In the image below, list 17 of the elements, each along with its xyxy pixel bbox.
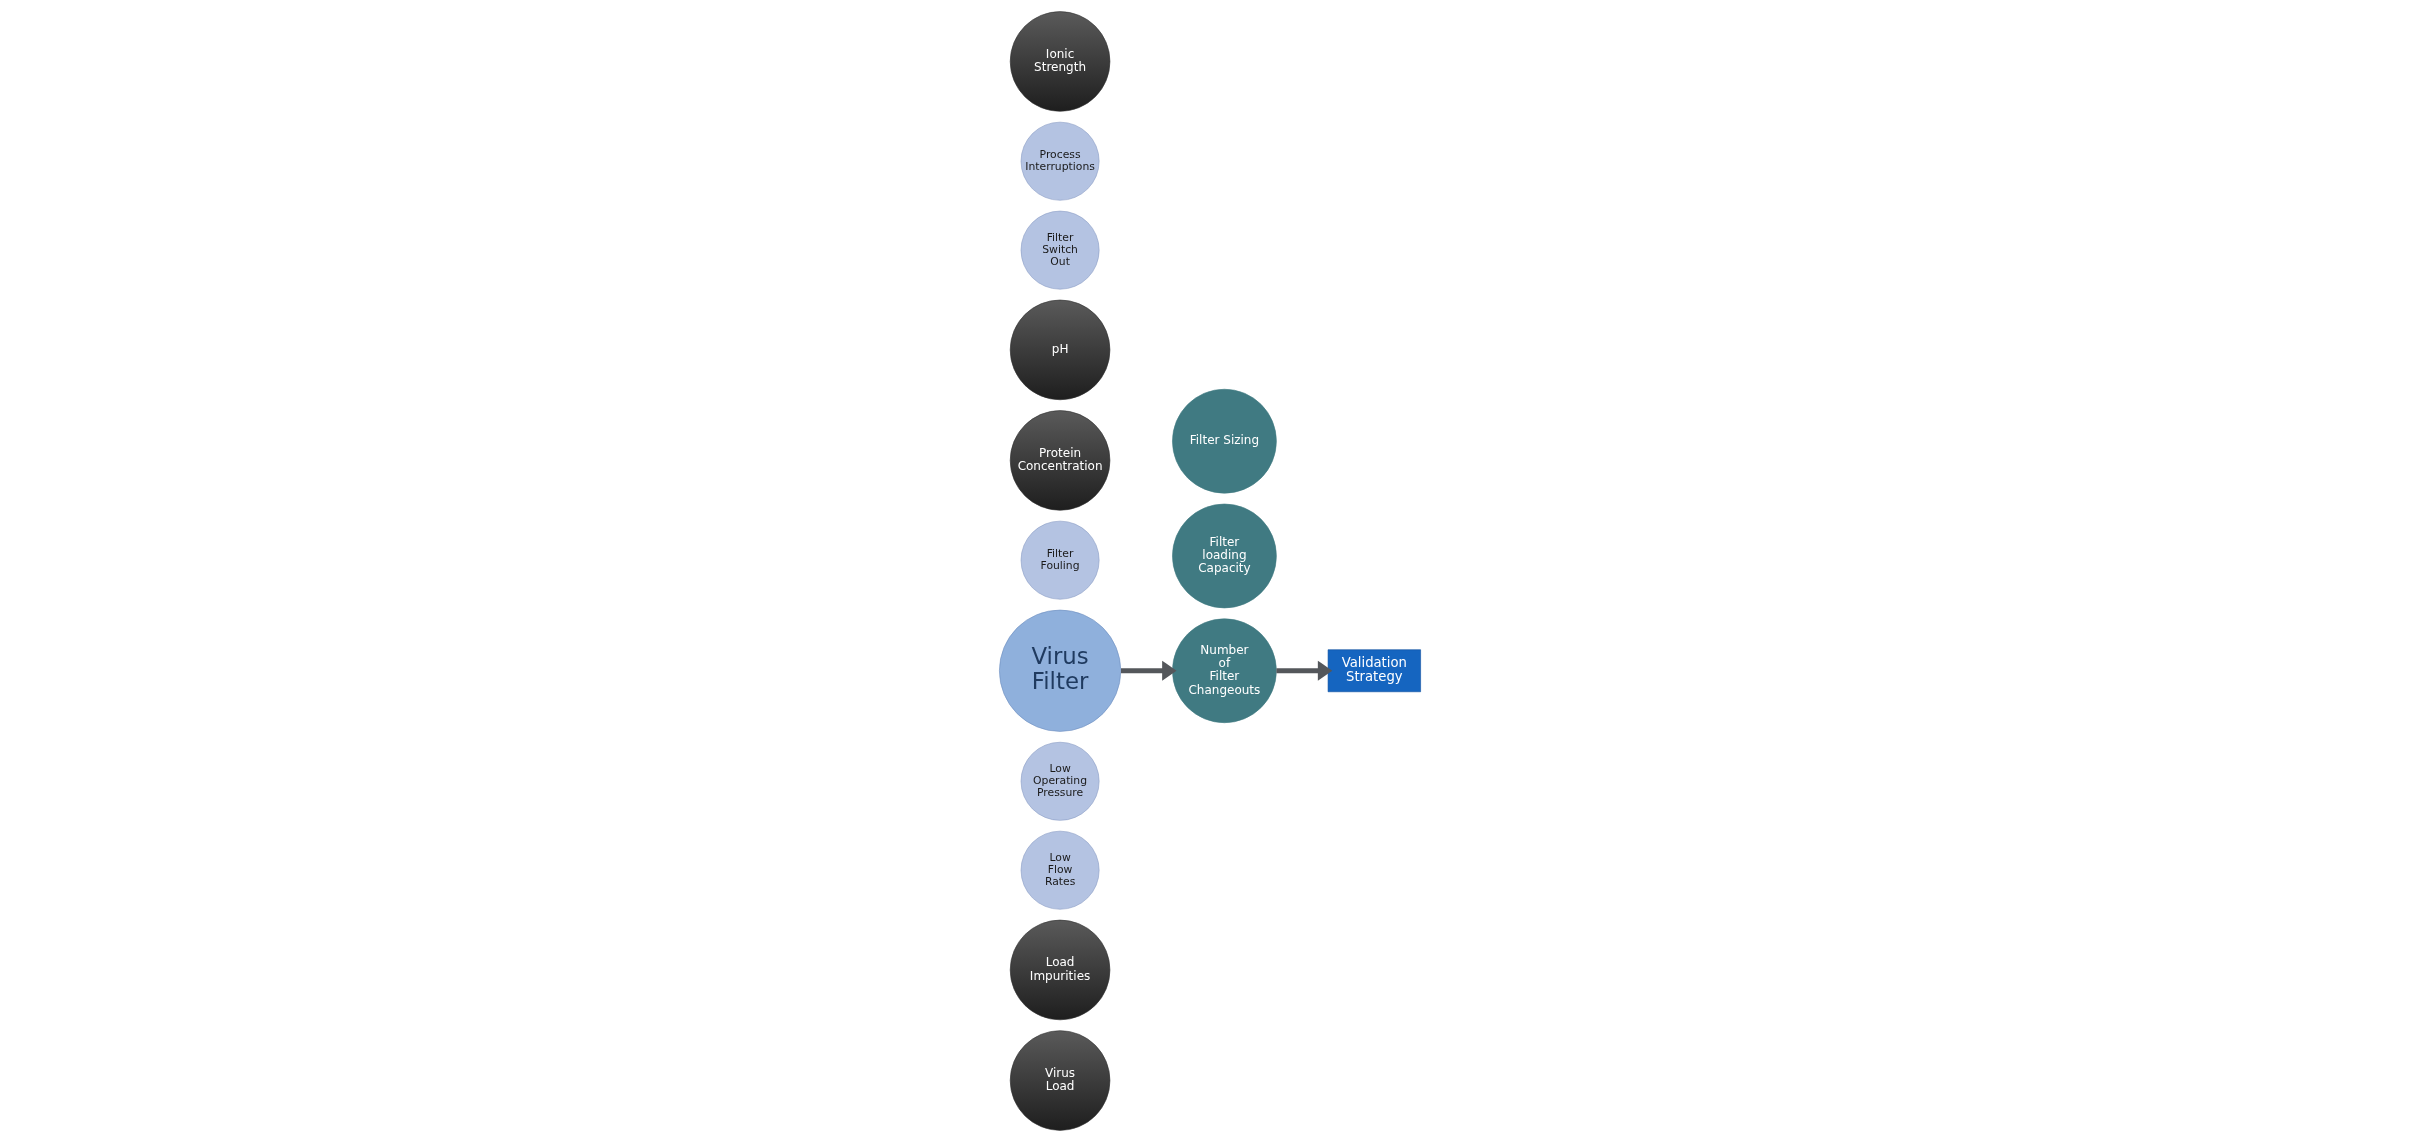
node-circle: pH — [1009, 299, 1111, 401]
node-circle: Low Operating Pressure — [1020, 741, 1100, 821]
node-circle: Low Flow Rates — [1020, 830, 1100, 910]
node-circle: Virus Filter — [999, 609, 1122, 732]
node-circle: Number of Filter Changeouts — [1172, 618, 1277, 723]
arrow — [1276, 660, 1333, 681]
node-circle: Filter Fouling — [1020, 520, 1100, 600]
node-circle: Process Interruptions — [1020, 121, 1100, 201]
node-circle: Protein Concentration — [1009, 410, 1111, 511]
node-box: Validation Strategy — [1327, 649, 1421, 693]
node-circle: Filter loading Capacity — [1172, 503, 1277, 609]
node-circle: Filter Switch Out — [1020, 210, 1100, 290]
node-circle: Filter Sizing — [1172, 388, 1277, 494]
node-circle: Virus Load — [1009, 1030, 1111, 1131]
node-circle: Ionic Strength — [1009, 11, 1111, 112]
arrow — [1120, 660, 1177, 681]
node-circle: Load Impurities — [1009, 919, 1111, 1021]
